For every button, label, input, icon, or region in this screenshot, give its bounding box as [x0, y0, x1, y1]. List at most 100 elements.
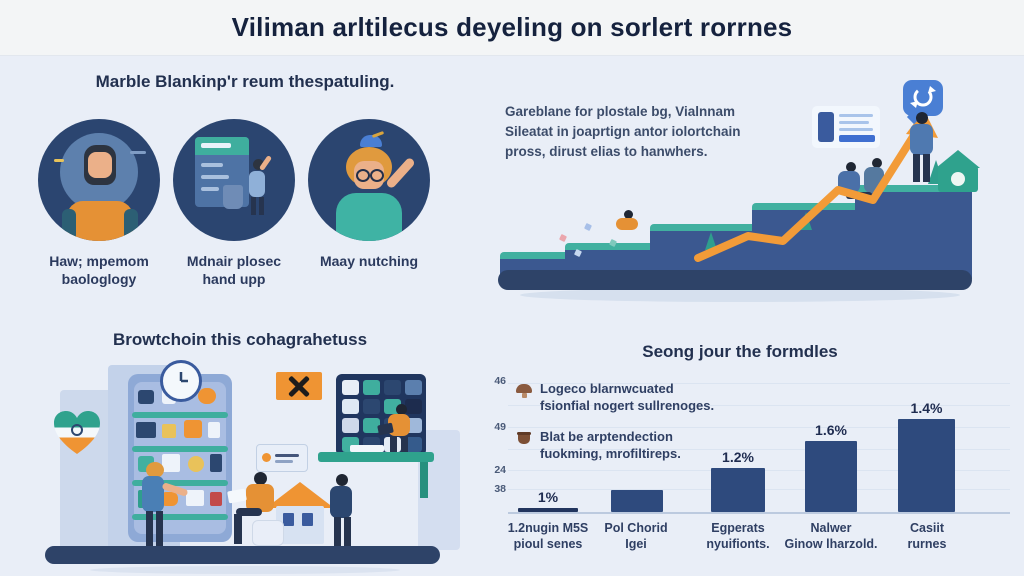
chart-heading: Seong jour the formdles [642, 342, 838, 361]
city-standing-person-body [330, 486, 352, 518]
table-person-leg-1 [390, 436, 397, 454]
member-1-line2: baologlogy [61, 271, 137, 287]
table-person-leg-2 [401, 436, 408, 454]
left-woman-hair [146, 462, 164, 478]
bar-2-rect [611, 490, 663, 512]
member-label-2: Mdnair plosec hand upp [159, 252, 309, 288]
board-line-2 [201, 175, 229, 179]
card-line-3 [839, 128, 873, 131]
bar-5: 1.4% [898, 400, 955, 512]
app-tile [342, 418, 359, 433]
legend-text-2: Blat be arptendection fuokming, mrofilti… [540, 429, 681, 461]
card-image-block [818, 112, 834, 142]
bar-3: 1.2% [711, 449, 765, 512]
x-axis-line [508, 512, 1010, 514]
glasses-left-lens [356, 169, 370, 182]
shelf-item-b4 [208, 422, 220, 438]
presenter-head [253, 159, 264, 170]
house-body [276, 506, 324, 544]
spark-decoration [54, 159, 64, 162]
category-label-4: Nalwer Ginow lharzold. [784, 521, 878, 551]
y-tick-2: 49 [494, 421, 506, 433]
shelf-item-c3 [188, 456, 204, 472]
man-sleeve-left [62, 209, 76, 241]
shelf-item-a3 [198, 388, 216, 404]
shelf-board-2 [132, 446, 228, 452]
member-3-line1: Maay nutching [319, 253, 418, 269]
app-tile [363, 380, 380, 395]
board-line-1 [201, 163, 223, 167]
house-window-2 [302, 513, 313, 526]
bar-4: 1.6% [805, 422, 857, 512]
hilltop-man-body [910, 124, 933, 155]
bar-4-rect [805, 441, 857, 512]
board-line-3 [201, 187, 219, 191]
city-shadow [90, 566, 400, 574]
man-face [88, 152, 112, 178]
paper-icon [227, 488, 247, 504]
chart-plot-area: 46 49 24 38 Logeco blarnwcuated fsionfia… [494, 372, 1010, 551]
shelf-item-b2 [162, 424, 176, 438]
bar-2 [611, 487, 663, 512]
card-line-2 [839, 121, 869, 124]
shelf-item-b3 [184, 420, 202, 438]
hill-base-bar [498, 270, 972, 290]
pot-icon [516, 430, 532, 446]
presenter-leg-2 [259, 197, 264, 215]
confetti-pink [559, 234, 567, 242]
city-standing-person-leg-2 [344, 517, 351, 547]
hilltop-man-leg-2 [923, 154, 930, 182]
y-tick-4: 38 [494, 483, 506, 495]
member-label-3: Maay nutching [294, 252, 444, 270]
clock-icon [160, 360, 202, 402]
seated-reader-body [246, 484, 274, 512]
house-window-1 [283, 513, 294, 526]
growth-line-2: Sileatat in joaprtign antor iolortchain [505, 124, 741, 139]
member-label-1: Haw; mpemom baologlogy [24, 252, 174, 288]
city-heading: Browtchoin this cohagrahetuss [112, 330, 368, 349]
sync-bubble [903, 80, 943, 125]
title-band: Viliman arltilecus deyeling on sorlert r… [0, 0, 1024, 56]
legend-text-1: Logeco blarnwcuated fsionfial nogert sul… [540, 381, 715, 413]
bar-4-value: 1.6% [815, 422, 847, 438]
house-roof [266, 482, 334, 508]
app-grid-panel [336, 374, 426, 456]
member-1-line1: Haw; mpemom [49, 253, 149, 269]
woman-shirt [336, 193, 402, 241]
gridline [508, 383, 1010, 384]
left-woman-body [142, 476, 164, 512]
hill-shadow [520, 288, 960, 302]
growth-paragraph: Gareblane for plostale bg, Vialnnam Sile… [505, 102, 815, 162]
left-woman-leg-2 [156, 511, 163, 547]
bar-5-rect [898, 419, 955, 512]
app-tile [405, 399, 422, 414]
shelf-item-d3 [186, 490, 204, 506]
sign-text-line-1 [275, 454, 299, 457]
heart-icon [54, 411, 100, 454]
shelf-board-4 [132, 514, 228, 520]
legend-item-1: Logeco blarnwcuated fsionfial nogert sul… [516, 380, 714, 414]
gridline [508, 427, 1010, 428]
category-label-5: Casiit rurnes [907, 521, 947, 551]
team-heading: Marble Blankinp'r reum thespatuling. [95, 72, 395, 91]
hilltop-man-head [916, 112, 928, 124]
bin [223, 185, 243, 209]
slope-person-body [616, 218, 638, 230]
left-woman-leg-1 [146, 511, 153, 547]
table-leg [420, 462, 428, 498]
glasses-right-lens [370, 169, 384, 182]
card-line-1 [839, 114, 873, 117]
app-tile [384, 380, 401, 395]
card-button [839, 135, 875, 142]
app-tile [405, 380, 422, 395]
profile-card [812, 106, 880, 148]
growth-line-3: pross, dirust elias to hanwhers. [505, 144, 708, 159]
man-shirt [67, 201, 133, 241]
shelf-item-b1 [136, 422, 156, 438]
shelf-board-1 [132, 412, 228, 418]
sign-text-line-2 [275, 460, 293, 463]
seated-reader-shin [234, 514, 242, 544]
presenter-whiteboard-icon [173, 119, 295, 241]
shelf-item-c2 [162, 454, 180, 472]
